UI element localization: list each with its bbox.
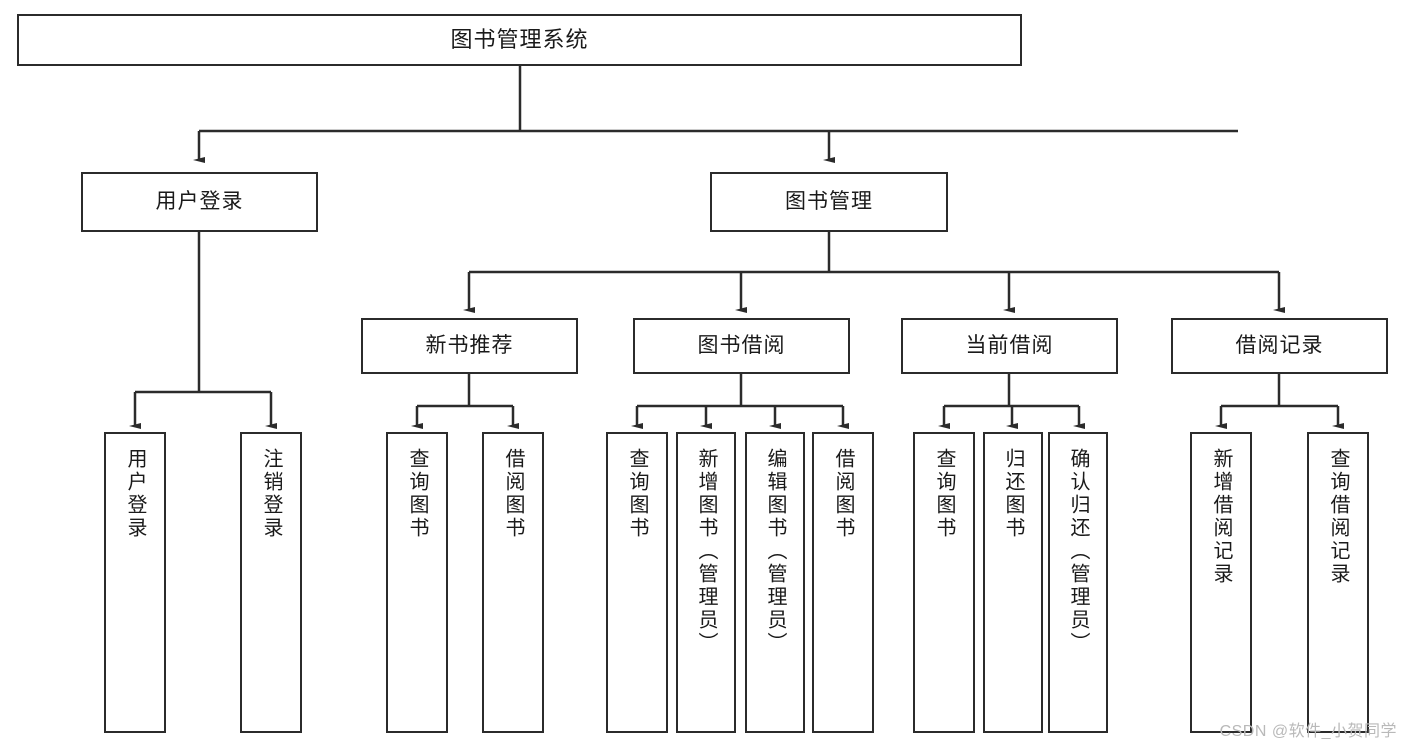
node-label: 查询图书 — [626, 448, 648, 540]
node-leaf-borrow-book-recommend[interactable]: 借阅图书 — [482, 432, 544, 733]
node-leaf-confirm-return[interactable]: 确认归还（管理员） — [1048, 432, 1108, 733]
node-leaf-query-book-current[interactable]: 查询图书 — [913, 432, 975, 733]
node-label: 用户登录 — [124, 448, 146, 540]
node-label: 新书推荐 — [425, 333, 514, 357]
node-leaf-add-borrow-record[interactable]: 新增借阅记录 — [1190, 432, 1252, 733]
node-label: 归还图书 — [1002, 448, 1024, 540]
node-label: 图书管理系统 — [450, 27, 589, 53]
node-leaf-borrow-book[interactable]: 借阅图书 — [812, 432, 874, 733]
node-leaf-user-login[interactable]: 用户登录 — [104, 432, 166, 733]
node-current-borrow[interactable]: 当前借阅 — [901, 318, 1118, 374]
node-user-login[interactable]: 用户登录 — [81, 172, 318, 232]
node-leaf-query-book-recommend[interactable]: 查询图书 — [386, 432, 448, 733]
node-label: 确认归还（管理员） — [1067, 448, 1089, 655]
node-label: 借阅图书 — [502, 448, 524, 540]
node-leaf-user-logout[interactable]: 注销登录 — [240, 432, 302, 733]
node-new-book-recommend[interactable]: 新书推荐 — [361, 318, 578, 374]
node-label: 新增图书（管理员） — [695, 448, 717, 655]
node-label: 新增借阅记录 — [1210, 448, 1232, 586]
node-leaf-add-book[interactable]: 新增图书（管理员） — [676, 432, 736, 733]
node-label: 注销登录 — [260, 448, 282, 540]
node-leaf-return-book[interactable]: 归还图书 — [983, 432, 1043, 733]
node-label: 图书管理 — [785, 189, 873, 213]
node-root-book-management-system[interactable]: 图书管理系统 — [17, 14, 1022, 66]
node-label: 当前借阅 — [965, 333, 1054, 357]
node-borrow-record[interactable]: 借阅记录 — [1171, 318, 1388, 374]
node-label: 编辑图书（管理员） — [764, 448, 786, 655]
node-label: 借阅记录 — [1235, 333, 1324, 357]
node-label: 查询图书 — [406, 448, 428, 540]
node-label: 查询图书 — [933, 448, 955, 540]
node-label: 用户登录 — [155, 189, 244, 213]
node-leaf-edit-book[interactable]: 编辑图书（管理员） — [745, 432, 805, 733]
node-book-borrow[interactable]: 图书借阅 — [633, 318, 850, 374]
node-book-management[interactable]: 图书管理 — [710, 172, 948, 232]
node-label: 借阅图书 — [832, 448, 854, 540]
node-label: 查询借阅记录 — [1327, 448, 1349, 586]
node-leaf-query-book-borrow[interactable]: 查询图书 — [606, 432, 668, 733]
node-label: 图书借阅 — [697, 333, 786, 357]
watermark: CSDN @软件_小贺同学 — [1219, 723, 1397, 740]
node-leaf-query-borrow-record[interactable]: 查询借阅记录 — [1307, 432, 1369, 733]
